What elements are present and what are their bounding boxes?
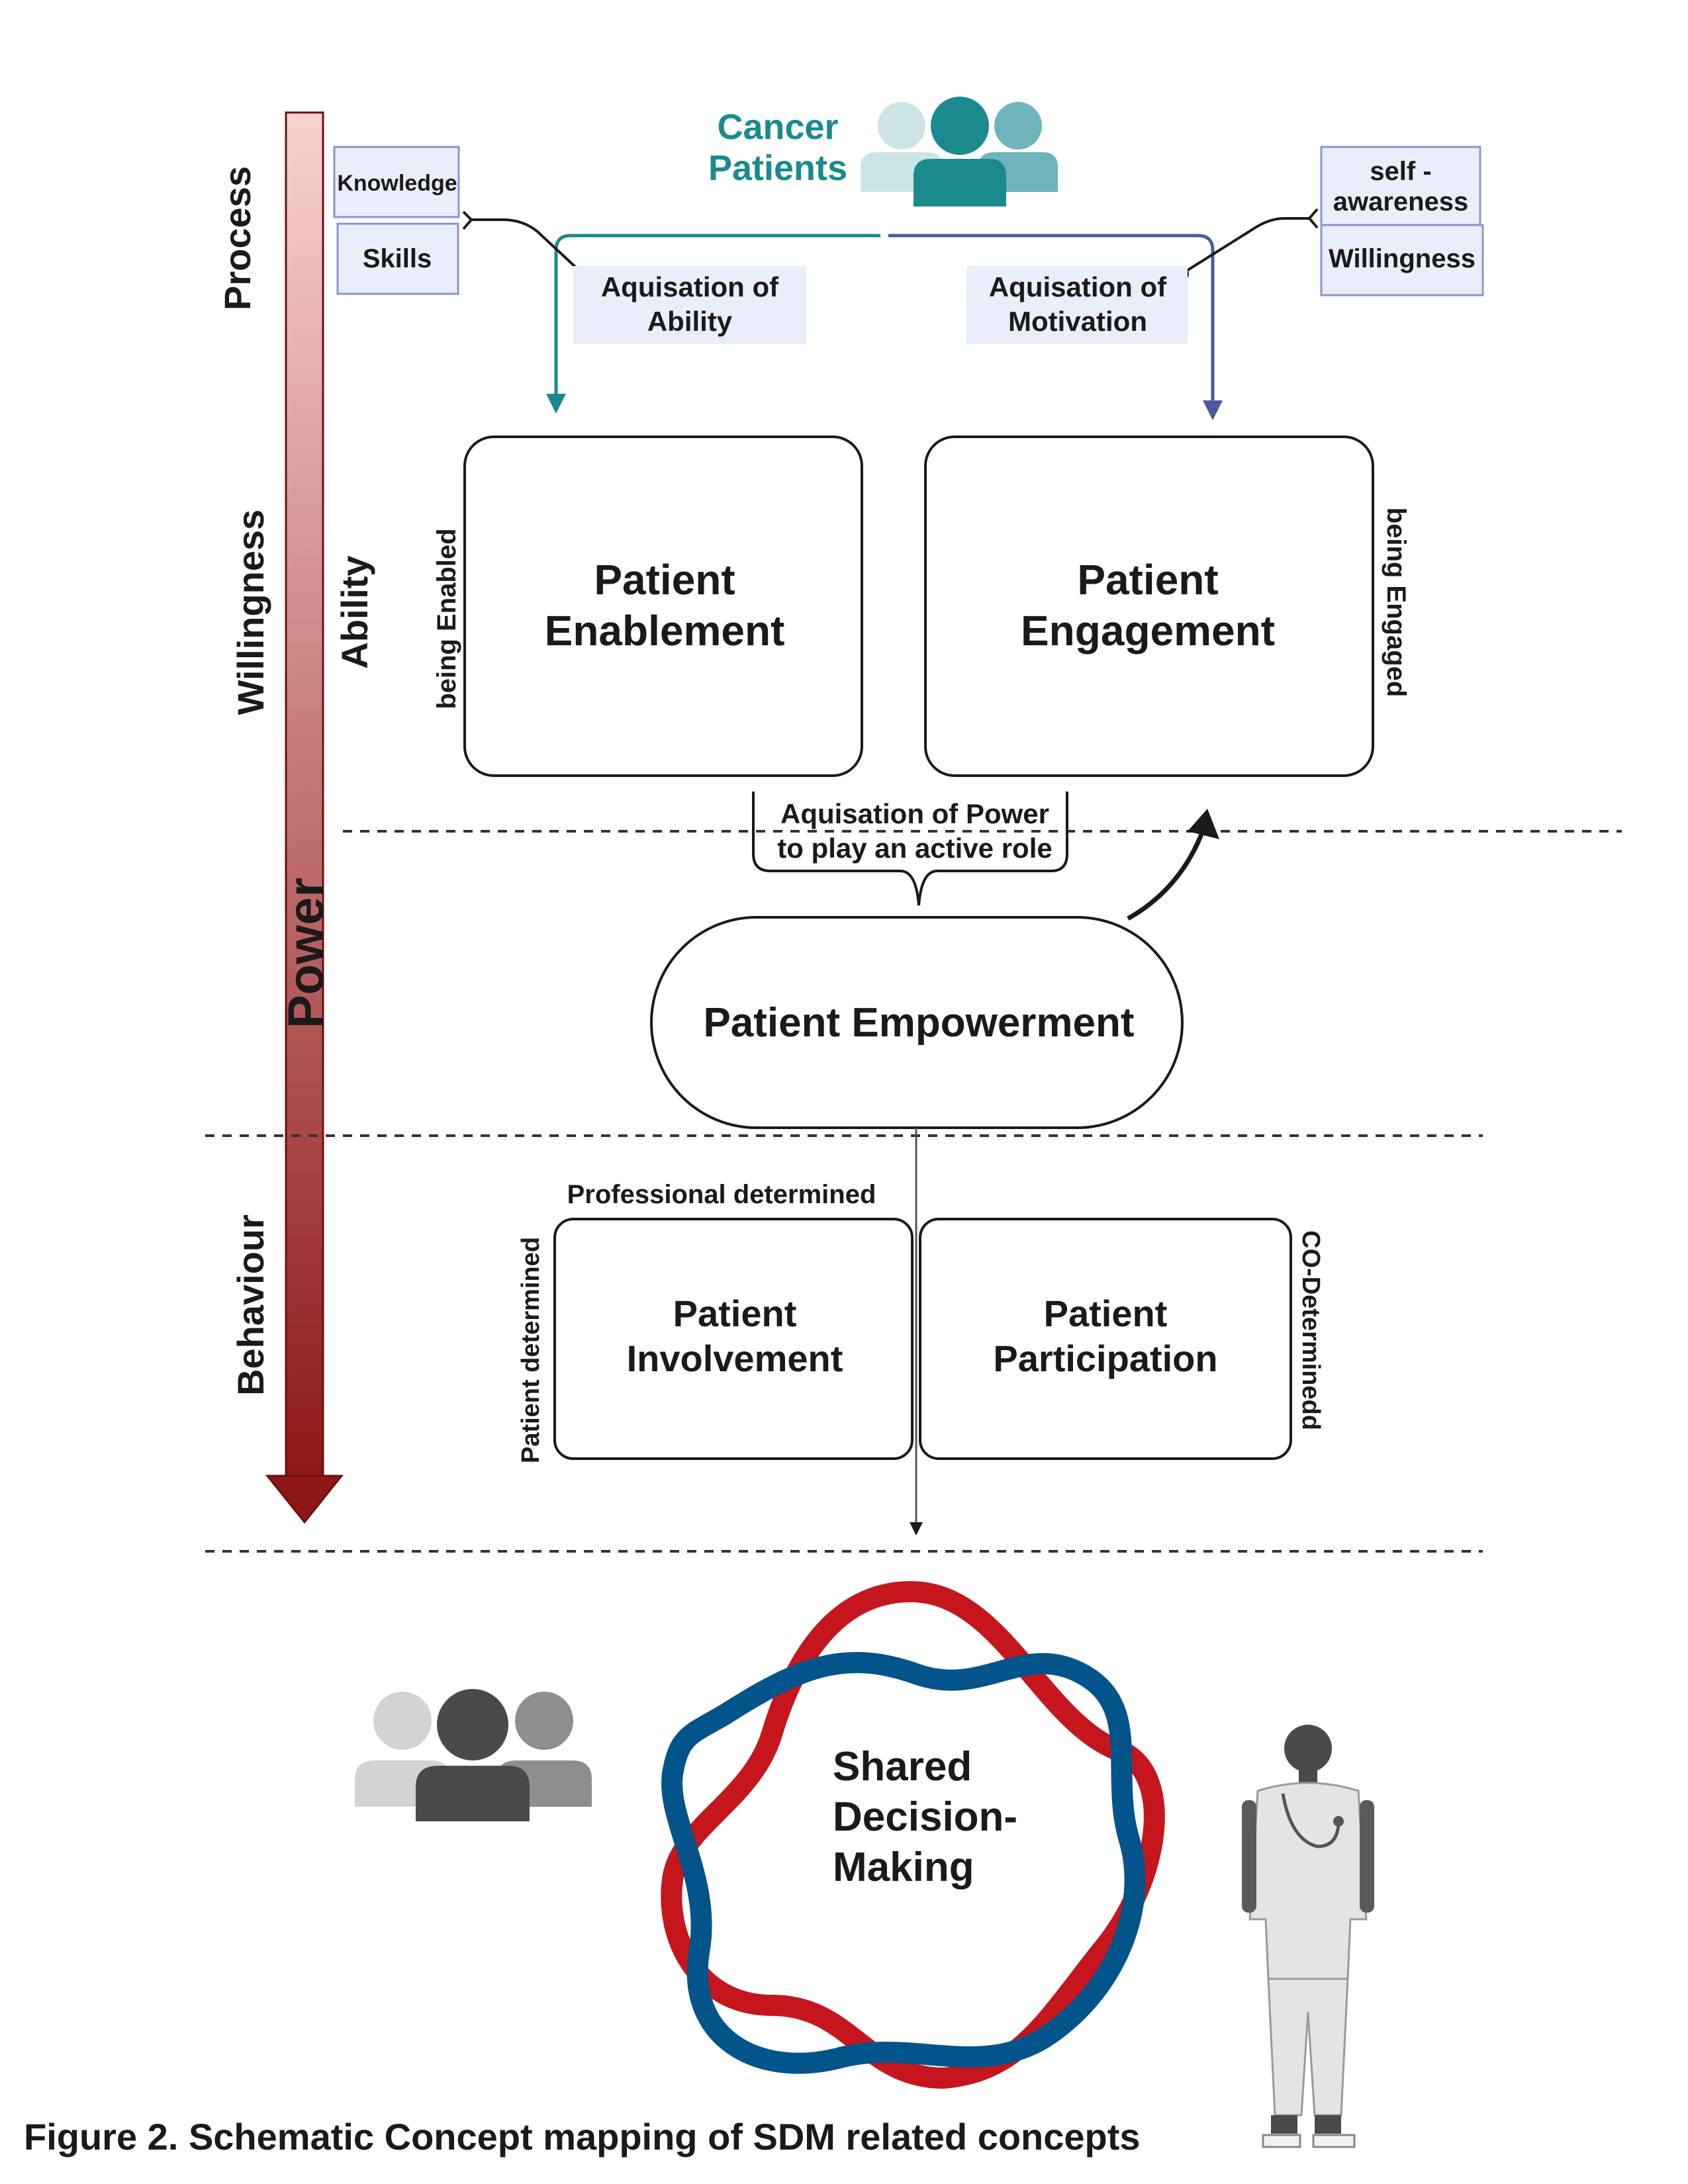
svg-text:Patient: Patient (673, 1293, 797, 1334)
being-enabled-label: being Enabled (432, 528, 461, 709)
svg-text:Aquisation of: Aquisation of (989, 271, 1167, 302)
acquisition-motivation-box: Aquisation of Motivation (966, 266, 1188, 344)
svg-text:Skills: Skills (363, 244, 432, 273)
left-inputs-brace (462, 210, 587, 278)
axis-label-process: Process (216, 166, 258, 310)
svg-text:Patient: Patient (1077, 556, 1218, 604)
svg-text:Involvement: Involvement (627, 1338, 843, 1379)
knowledge-box: Knowledge (333, 146, 460, 218)
people-group-icon (861, 97, 1058, 206)
acquisition-ability-box: Aquisation of Ability (573, 266, 806, 344)
power-brace (752, 792, 1068, 906)
skills-box: Skills (336, 222, 459, 295)
empowerment-to-sdm-arrowhead (910, 1522, 923, 1535)
cancer-patients-label-line2: Patients (708, 148, 847, 188)
svg-text:Participation: Participation (993, 1338, 1217, 1379)
patient-involvement-box: Patient Involvement (553, 1218, 914, 1460)
professional-determined-label: Professional determined (567, 1180, 876, 1209)
patient-enablement-box: Patient Enablement (463, 435, 863, 777)
axis-label-power: Power (278, 878, 334, 1028)
patient-participation-box: Patient Participation (919, 1218, 1292, 1460)
svg-text:Patient: Patient (594, 556, 735, 604)
sdm-label-line2: Decision- (833, 1794, 1017, 1840)
process-axis-arrow (265, 111, 344, 1524)
svg-text:Engagement: Engagement (1021, 607, 1275, 655)
patient-engagement-box: Patient Engagement (924, 435, 1374, 777)
acquisition-power-line1: Aquisation of Power (780, 798, 1049, 829)
svg-text:self -: self - (1370, 157, 1431, 186)
axis-label-willingness: Willingness (230, 510, 271, 715)
doctor-figure-icon (1242, 1725, 1374, 2148)
figure-caption: Figure 2. Schematic Concept mapping of S… (24, 2116, 1141, 2158)
shared-decision-ring (661, 1581, 1165, 2089)
svg-text:Ability: Ability (647, 306, 733, 337)
svg-text:Aquisation of: Aquisation of (601, 271, 779, 302)
axis-label-behaviour: Behaviour (230, 1214, 271, 1396)
acquisition-power-line2: to play an active role (777, 833, 1053, 864)
empowerment-to-engagement-arrow (1127, 831, 1205, 921)
co-determined-label: CO-Determinedd (1297, 1230, 1325, 1430)
svg-text:Willingness: Willingness (1329, 244, 1476, 273)
patient-empowerment-box: Patient Empowerment (650, 916, 1184, 1129)
empowerment-arrowhead (1188, 809, 1219, 839)
svg-text:Patient: Patient (1044, 1293, 1168, 1334)
ability-flow-arrowhead (546, 394, 566, 414)
svg-text:awareness: awareness (1333, 187, 1469, 216)
axis-label-ability: Ability (334, 555, 375, 668)
svg-text:Motivation: Motivation (1008, 306, 1147, 337)
patient-determined-label: Patient determined (517, 1237, 545, 1463)
sdm-label-line1: Shared (833, 1744, 972, 1790)
motivation-flow-arrowhead (1203, 400, 1223, 420)
svg-text:Knowledge: Knowledge (337, 171, 457, 196)
sdm-label-line3: Making (833, 1844, 974, 1890)
self-awareness-box: self - awareness (1320, 146, 1481, 226)
being-engaged-label: being Engaged (1382, 508, 1411, 698)
cancer-patients-label-line1: Cancer (717, 107, 838, 147)
willingness-input-box: Willingness (1320, 224, 1484, 296)
motivation-flow-line (888, 234, 1215, 410)
svg-text:Patient Empowerment: Patient Empowerment (703, 1000, 1134, 1046)
right-inputs-brace (1182, 208, 1319, 274)
svg-text:Enablement: Enablement (545, 607, 785, 655)
people-group-icon-bottom (355, 1689, 592, 1821)
